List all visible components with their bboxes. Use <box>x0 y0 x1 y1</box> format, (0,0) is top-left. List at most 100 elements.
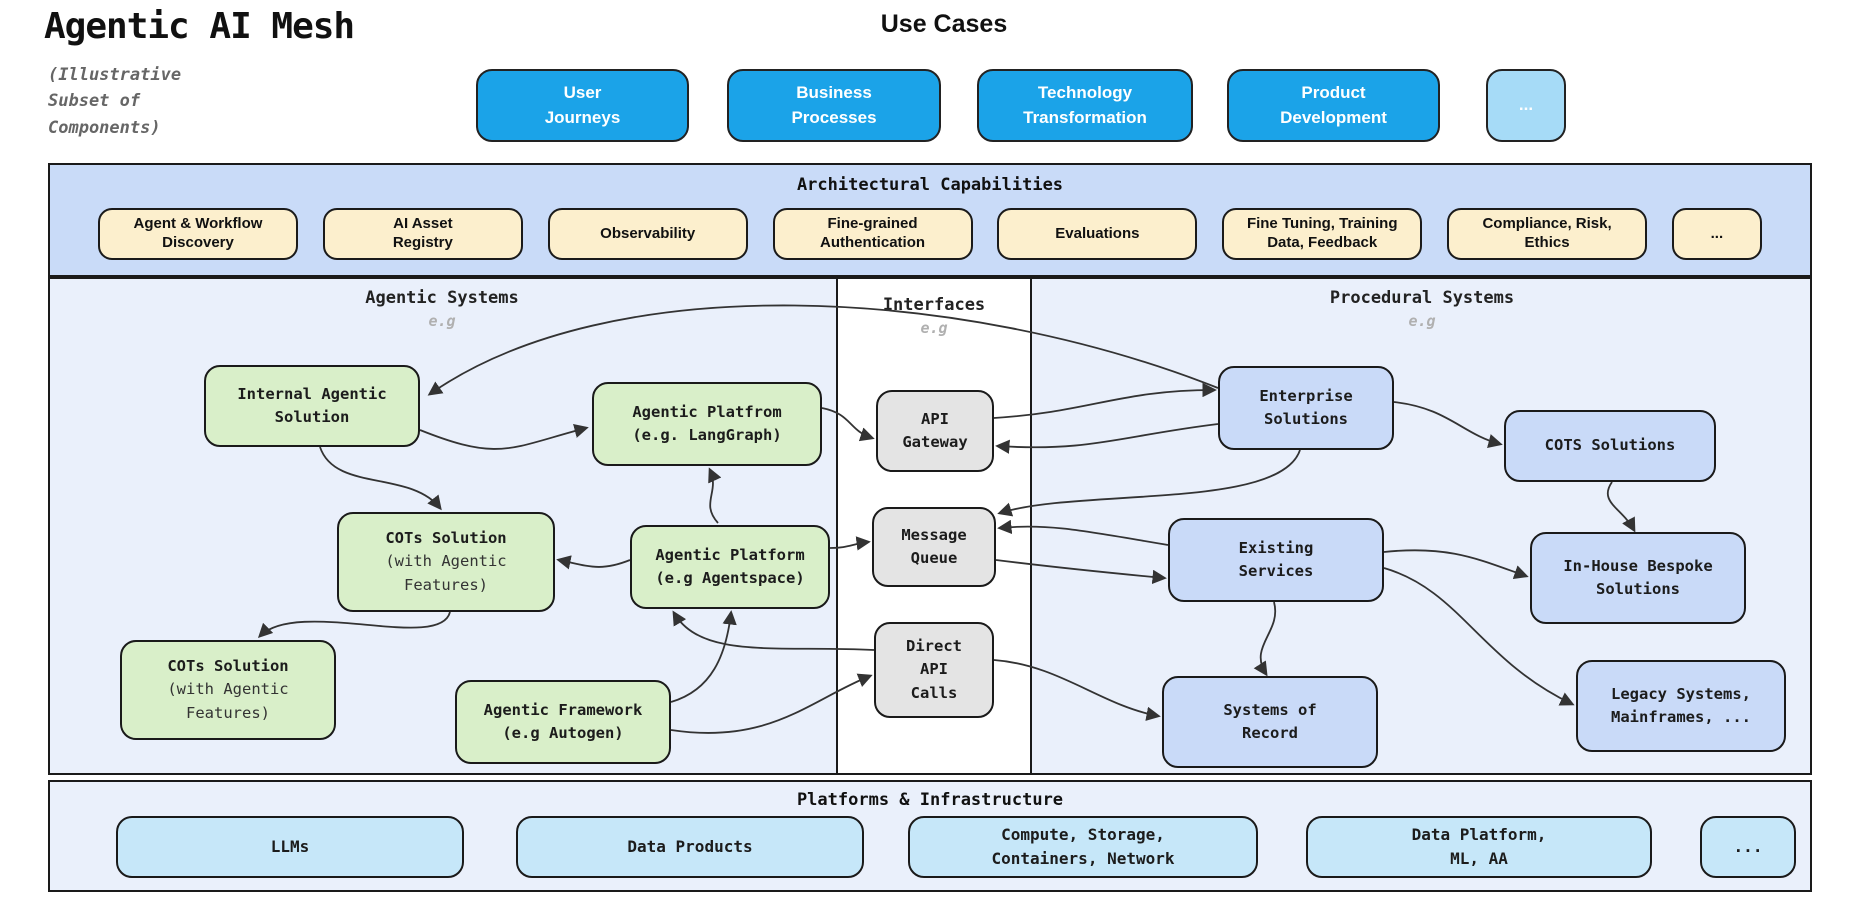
capability-pill-label: Observability <box>600 224 696 242</box>
capability-pill-label: Data, Feedback <box>1267 234 1378 251</box>
node-label: Queue <box>910 549 958 567</box>
node-api-gateway: API Gateway <box>876 390 994 472</box>
platform-llms: LLMs <box>116 816 464 878</box>
capability-pill-label: ... <box>1710 224 1724 242</box>
architectural-capabilities-heading: Architectural Capabilities <box>796 175 1064 195</box>
use-case-label: Technology <box>1037 82 1133 102</box>
capability-pill-observability: Observability <box>547 208 748 260</box>
use-case-label: Product <box>1301 82 1366 102</box>
agentic-systems-eg: e.g <box>428 312 456 330</box>
platforms-heading: Platforms & Infrastructure <box>796 790 1064 810</box>
platform-label: Compute, Storage, <box>1001 825 1165 844</box>
node-label: Message <box>901 525 967 544</box>
page-subtitle: (Illustrative Subset of Components) <box>48 65 182 138</box>
agentic-systems-title: Agentic Systems <box>365 288 519 308</box>
use-case-label: Journeys <box>544 107 621 127</box>
node-label: Enterprise <box>1259 386 1353 405</box>
node-cots-solutions: COTS Solutions <box>1504 410 1716 482</box>
node-label: Record <box>1242 724 1298 742</box>
node-systems-of-record: Systems of Record <box>1162 676 1378 768</box>
node-label: (e.g. LangGraph) <box>632 426 782 444</box>
capability-pill-label: Fine-grained <box>827 215 918 233</box>
node-label: Mainframes, ... <box>1611 708 1751 726</box>
use-case-label: ... <box>1518 95 1534 115</box>
platform-more-platforms: ... <box>1700 816 1796 878</box>
interfaces-eg: e.g <box>920 319 948 337</box>
node-label: (e.g Autogen) <box>502 724 624 742</box>
use-case-label: Business <box>796 82 872 102</box>
node-label: API <box>920 660 948 679</box>
node-label: Features) <box>186 703 270 722</box>
node-label: Solution <box>274 408 350 426</box>
node-label: Agentic Platform <box>655 545 805 564</box>
use-case-label: Transformation <box>1023 107 1147 127</box>
capability-pill-label: Ethics <box>1524 234 1570 251</box>
node-label: (e.g Agentspace) <box>655 569 805 587</box>
node-label: (with Agentic <box>385 552 507 571</box>
capability-pill-label: AI Asset <box>393 215 453 233</box>
node-label: COTs Solution <box>167 657 289 676</box>
capability-pill-label: Fine Tuning, Training <box>1246 215 1398 233</box>
use-case-label: Processes <box>791 107 877 127</box>
node-label: Solutions <box>1596 580 1680 598</box>
use-case-label: Development <box>1280 107 1387 127</box>
node-label: Systems of <box>1223 700 1317 719</box>
section-procedural-systems-header: Procedural Systems e.g <box>1032 288 1812 330</box>
node-label: Calls <box>910 683 958 702</box>
platform-label: Containers, Network <box>991 849 1175 868</box>
capability-pill-label: Agent & Workflow <box>133 215 263 233</box>
node-label: COTs Solution <box>385 529 507 548</box>
platform-data-products: Data Products <box>516 816 864 878</box>
node-label: (with Agentic <box>167 680 289 699</box>
node-label: Direct <box>906 637 962 656</box>
platform-label: Data Products <box>627 837 753 856</box>
platform-label: LLMs <box>270 837 310 856</box>
capability-pill-label: Authentication <box>820 234 926 251</box>
section-agentic-systems-header: Agentic Systems e.g <box>48 288 836 330</box>
interfaces-title: Interfaces <box>882 295 986 315</box>
node-label: COTS Solutions <box>1544 436 1676 455</box>
node-legacy-systems-mainframes: Legacy Systems, Mainframes, ... <box>1576 660 1786 752</box>
procedural-systems-eg: e.g <box>1408 312 1436 330</box>
platform-data-platform-ml-aa: Data Platform, ML, AA <box>1306 816 1652 878</box>
capability-pill-more-capabilities: ... <box>1671 208 1762 260</box>
use-case-more-use-cases: ... <box>1486 69 1566 142</box>
node-label: Legacy Systems, <box>1611 684 1751 703</box>
capability-pill-compliance-risk-ethics: Compliance, Risk,Ethics <box>1447 208 1648 260</box>
platform-compute-storage-containers-network: Compute, Storage, Containers, Network <box>908 816 1258 878</box>
use-cases-heading: Use Cases <box>880 10 1008 38</box>
node-label: Gateway <box>902 433 968 451</box>
platform-label: ML, AA <box>1450 849 1508 868</box>
capability-pill-label: Discovery <box>162 234 234 251</box>
page-title: Agentic AI Mesh <box>44 6 355 47</box>
node-agentic-platform-langgraph: Agentic Platfrom(e.g. LangGraph) <box>592 382 822 466</box>
platform-label: ... <box>1733 837 1763 856</box>
capability-pill-label: Registry <box>392 234 453 251</box>
node-label: Agentic Framework <box>483 700 643 719</box>
node-label: Features) <box>404 575 488 594</box>
capability-pill-label: Evaluations <box>1055 224 1140 242</box>
platform-label: Data Platform, <box>1411 825 1547 844</box>
node-label: Services <box>1238 562 1314 580</box>
use-case-label: User <box>563 82 602 102</box>
node-label: Internal Agentic <box>237 384 387 403</box>
node-label: Solutions <box>1264 410 1348 428</box>
node-agentic-framework-autogen: Agentic Framework (e.g Autogen) <box>455 680 671 764</box>
section-interfaces-header: Interfaces e.g <box>836 295 1032 337</box>
node-agentic-platform-agentspace: Agentic Platform (e.g Agentspace) <box>630 525 830 609</box>
node-label: API <box>921 409 949 428</box>
